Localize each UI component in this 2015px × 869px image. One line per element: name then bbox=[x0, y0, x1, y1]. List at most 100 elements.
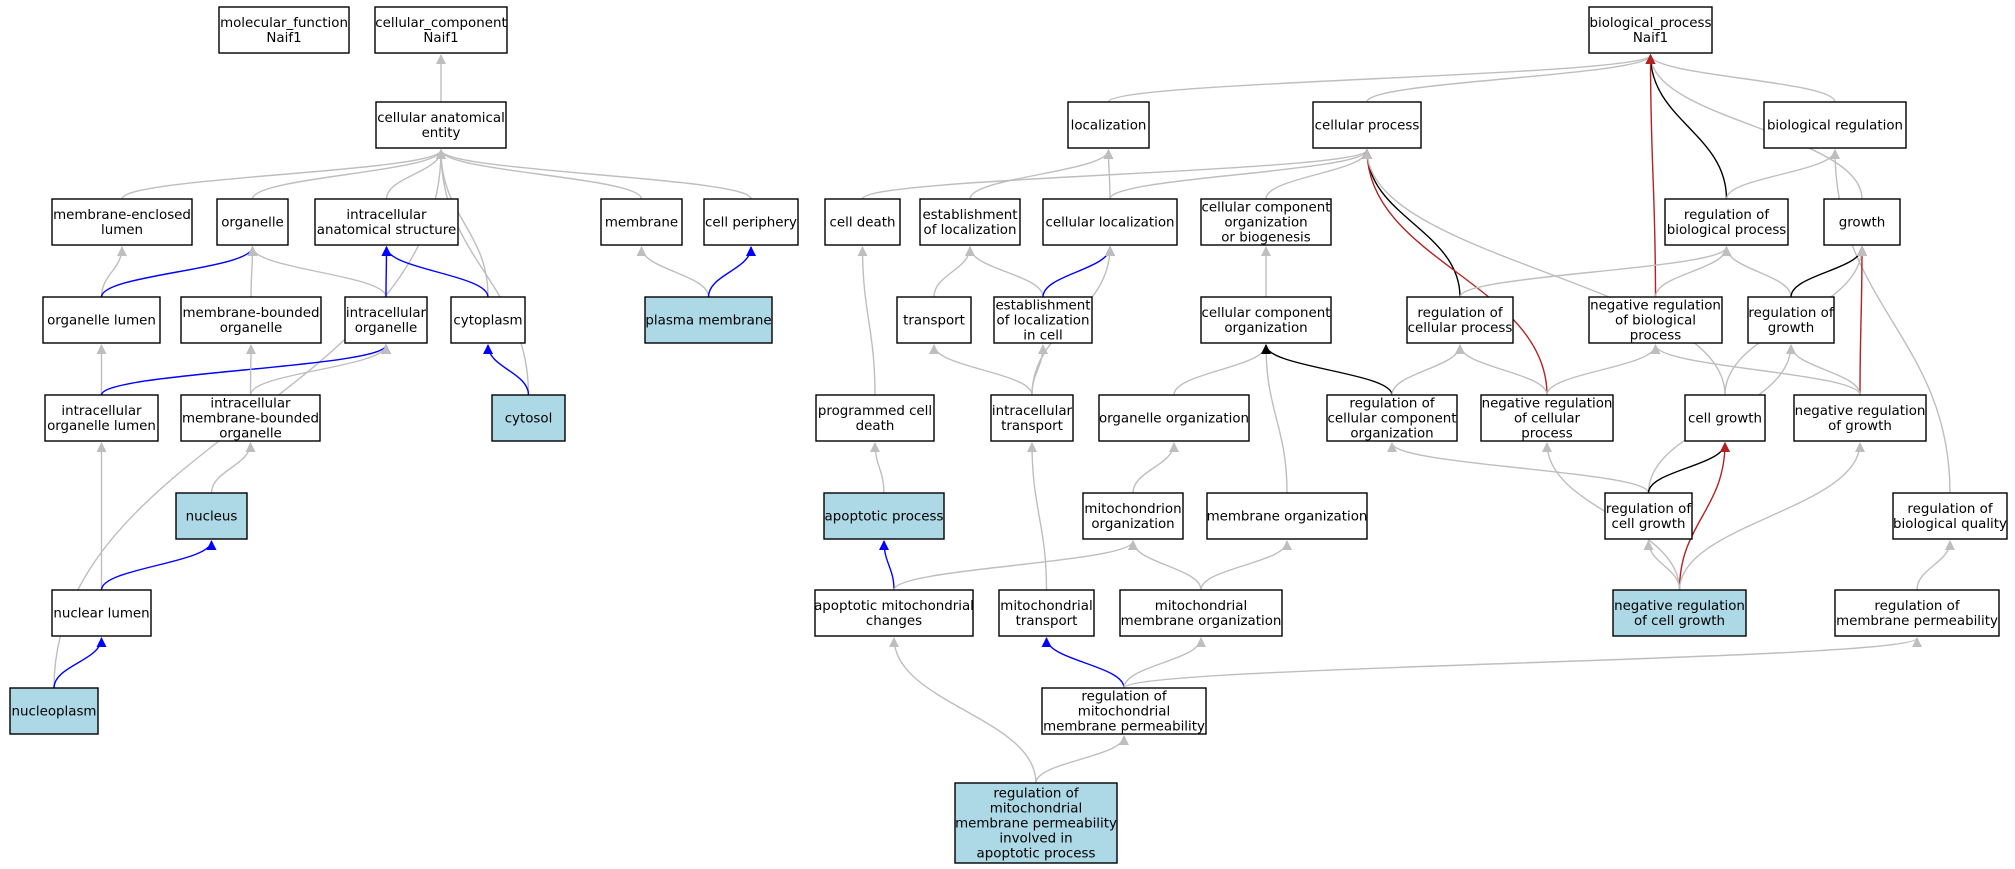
node-cdeath[interactable]: cell death bbox=[824, 198, 901, 246]
node-label: of cellular bbox=[1514, 412, 1581, 427]
node-label: regulation of bbox=[993, 787, 1078, 802]
node-label: intracellular bbox=[346, 306, 427, 321]
edge-transport-to-eol bbox=[933, 246, 975, 298]
node-label: regulation of bbox=[1606, 502, 1691, 517]
edge-cp-to-bp bbox=[1366, 54, 1656, 103]
edge-pm-to-mem bbox=[636, 246, 710, 298]
edge-cper-to-cae bbox=[436, 149, 752, 200]
node-label: process bbox=[1630, 329, 1681, 344]
edge-rg-to-growth bbox=[1790, 246, 1867, 298]
node-box bbox=[44, 394, 159, 442]
node-pm[interactable]: plasma membrane bbox=[644, 296, 773, 344]
edge-mmo-to-mo bbox=[1128, 540, 1202, 591]
node-cyto[interactable]: cytoplasm bbox=[450, 296, 526, 344]
node-label: intracellular bbox=[346, 208, 427, 223]
edge-nrcg-to-rcg bbox=[1643, 540, 1681, 591]
node-br[interactable]: biological regulation bbox=[1763, 101, 1907, 149]
edge-pcd-to-cdeath bbox=[857, 246, 876, 396]
node-cytosol[interactable]: cytosol bbox=[491, 394, 566, 442]
edge-imbo-to-io bbox=[249, 344, 391, 396]
node-label: apoptotic mitochondrial bbox=[814, 599, 974, 614]
node-box bbox=[1067, 101, 1150, 149]
node-cloc[interactable]: cellular localization bbox=[1042, 198, 1178, 246]
edge-eolc-to-cloc bbox=[1042, 246, 1115, 298]
node-nlum[interactable]: nuclear lumen bbox=[51, 589, 152, 637]
node-box bbox=[218, 6, 350, 54]
node-olum[interactable]: organelle lumen bbox=[42, 296, 161, 344]
node-loc[interactable]: localization bbox=[1067, 101, 1150, 149]
node-label: involved in bbox=[999, 832, 1072, 847]
node-mem[interactable]: membrane bbox=[600, 198, 683, 246]
node-org[interactable]: organelle bbox=[216, 198, 289, 246]
edge-rmmp-to-rmp bbox=[1123, 637, 1922, 689]
node-box bbox=[824, 198, 901, 246]
edges-layer bbox=[53, 54, 1955, 784]
edge-pm-to-cper bbox=[707, 246, 756, 298]
node-nplasm[interactable]: nucleoplasm bbox=[9, 687, 99, 735]
node-nucleus[interactable]: nucleus bbox=[175, 492, 248, 540]
edge-rcco-to-rcp bbox=[1391, 344, 1465, 396]
edge-nplasm-to-nlum bbox=[53, 637, 107, 689]
node-label: of localization bbox=[924, 223, 1017, 238]
edge-mmo-to-memo bbox=[1200, 540, 1292, 591]
edge-ap-to-pcd bbox=[870, 442, 885, 494]
node-ap[interactable]: apoptotic process bbox=[823, 492, 945, 540]
node-box bbox=[450, 296, 526, 344]
node-box bbox=[1834, 589, 2000, 637]
node-cp[interactable]: cellular process bbox=[1312, 101, 1422, 149]
node-box bbox=[375, 101, 507, 149]
node-cper[interactable]: cell periphery bbox=[703, 198, 799, 246]
edge-rbp-to-br bbox=[1725, 149, 1840, 200]
node-growth[interactable]: growth bbox=[1823, 198, 1901, 246]
node-label: process bbox=[1521, 427, 1572, 442]
node-label: or biogenesis bbox=[1221, 231, 1311, 246]
edge-org-to-cae bbox=[251, 149, 446, 200]
node-memo[interactable]: membrane organization bbox=[1206, 492, 1368, 540]
node-label: cell growth bbox=[1688, 412, 1762, 427]
node-box bbox=[175, 492, 248, 540]
node-oo[interactable]: organelle organization bbox=[1098, 394, 1250, 442]
node-box bbox=[1684, 394, 1766, 442]
node-transport[interactable]: transport bbox=[896, 296, 972, 344]
node-label: organization bbox=[1350, 427, 1433, 442]
node-label: organization bbox=[1091, 517, 1174, 532]
node-cg[interactable]: cell growth bbox=[1684, 394, 1766, 442]
node-label: cellular anatomical bbox=[377, 111, 505, 126]
node-label: transport bbox=[903, 314, 965, 329]
node-box bbox=[823, 492, 945, 540]
